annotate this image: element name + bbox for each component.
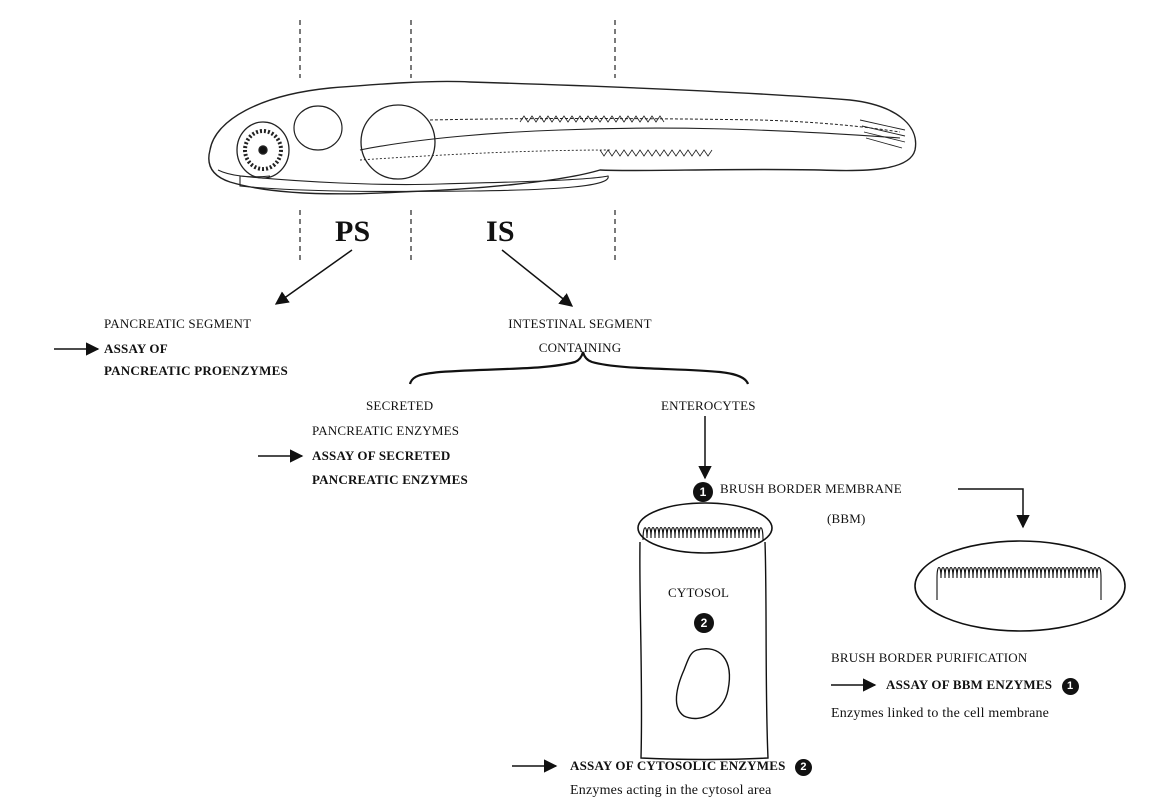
- larva-otic-vesicle: [294, 106, 342, 150]
- bbm-assay-text: ASSAY OF BBM ENZYMES: [886, 677, 1052, 692]
- larva-gut-tract: [360, 128, 900, 150]
- bbm-note: Enzymes linked to the cell membrane: [831, 703, 1049, 725]
- fish-larva-illustration: [209, 81, 916, 193]
- enterocytes-label: ENTEROCYTES: [661, 395, 756, 417]
- cell-microvilli: [643, 528, 763, 541]
- pancreatic-assay-line1: ASSAY OF: [104, 338, 168, 360]
- purified-bbm: [915, 541, 1125, 631]
- bbm-badge: 1: [693, 482, 713, 502]
- secreted-assay-line2: PANCREATIC ENZYMES: [312, 469, 468, 491]
- cytosol-note: Enzymes acting in the cytosol area: [570, 780, 772, 802]
- larva-tail-fin: [860, 120, 905, 148]
- is-label: IS: [486, 216, 515, 248]
- bbm-ellipse: [915, 541, 1125, 631]
- cytosol-assay-label: ASSAY OF CYTOSOLIC ENZYMES 2: [570, 755, 812, 777]
- cytosol-assay-badge: 2: [795, 759, 812, 776]
- larva-yolk-outline: [240, 176, 608, 191]
- secreted-line2: PANCREATIC ENZYMES: [312, 420, 459, 442]
- bbm-title: BRUSH BORDER MEMBRANE: [720, 478, 902, 500]
- bbm-assay-label: ASSAY OF BBM ENZYMES 1: [886, 674, 1079, 696]
- intestinal-segment-containing: CONTAINING: [480, 337, 680, 359]
- cell-body: [640, 542, 768, 760]
- larva-pancreas-circle: [361, 105, 435, 179]
- cytosol-label: CYTOSOL: [668, 582, 729, 604]
- bbm-assay-badge: 1: [1062, 678, 1079, 695]
- bbm-purification-label: BRUSH BORDER PURIFICATION: [831, 647, 1027, 669]
- secreted-line1: SECRETED: [366, 395, 433, 417]
- cytosol-badge: 2: [694, 613, 714, 633]
- bbm-abbrev: (BBM): [827, 508, 866, 530]
- ps-label: PS: [335, 216, 370, 248]
- intestinal-segment-title: INTESTINAL SEGMENT: [480, 313, 680, 335]
- pancreatic-segment-title: PANCREATIC SEGMENT: [104, 313, 251, 335]
- bbm-microvilli: [937, 568, 1101, 601]
- ps-arrow: [276, 250, 352, 304]
- secreted-assay-line1: ASSAY OF SECRETED: [312, 445, 451, 467]
- cytosol-assay-text: ASSAY OF CYTOSOLIC ENZYMES: [570, 758, 786, 773]
- pancreatic-assay-line2: PANCREATIC PROENZYMES: [104, 360, 288, 382]
- larva-pupil: [259, 146, 267, 154]
- cell-nucleus: [676, 649, 729, 719]
- bbm-arrow: [958, 489, 1023, 527]
- is-arrow: [502, 250, 572, 306]
- larva-body-outline: [209, 81, 916, 193]
